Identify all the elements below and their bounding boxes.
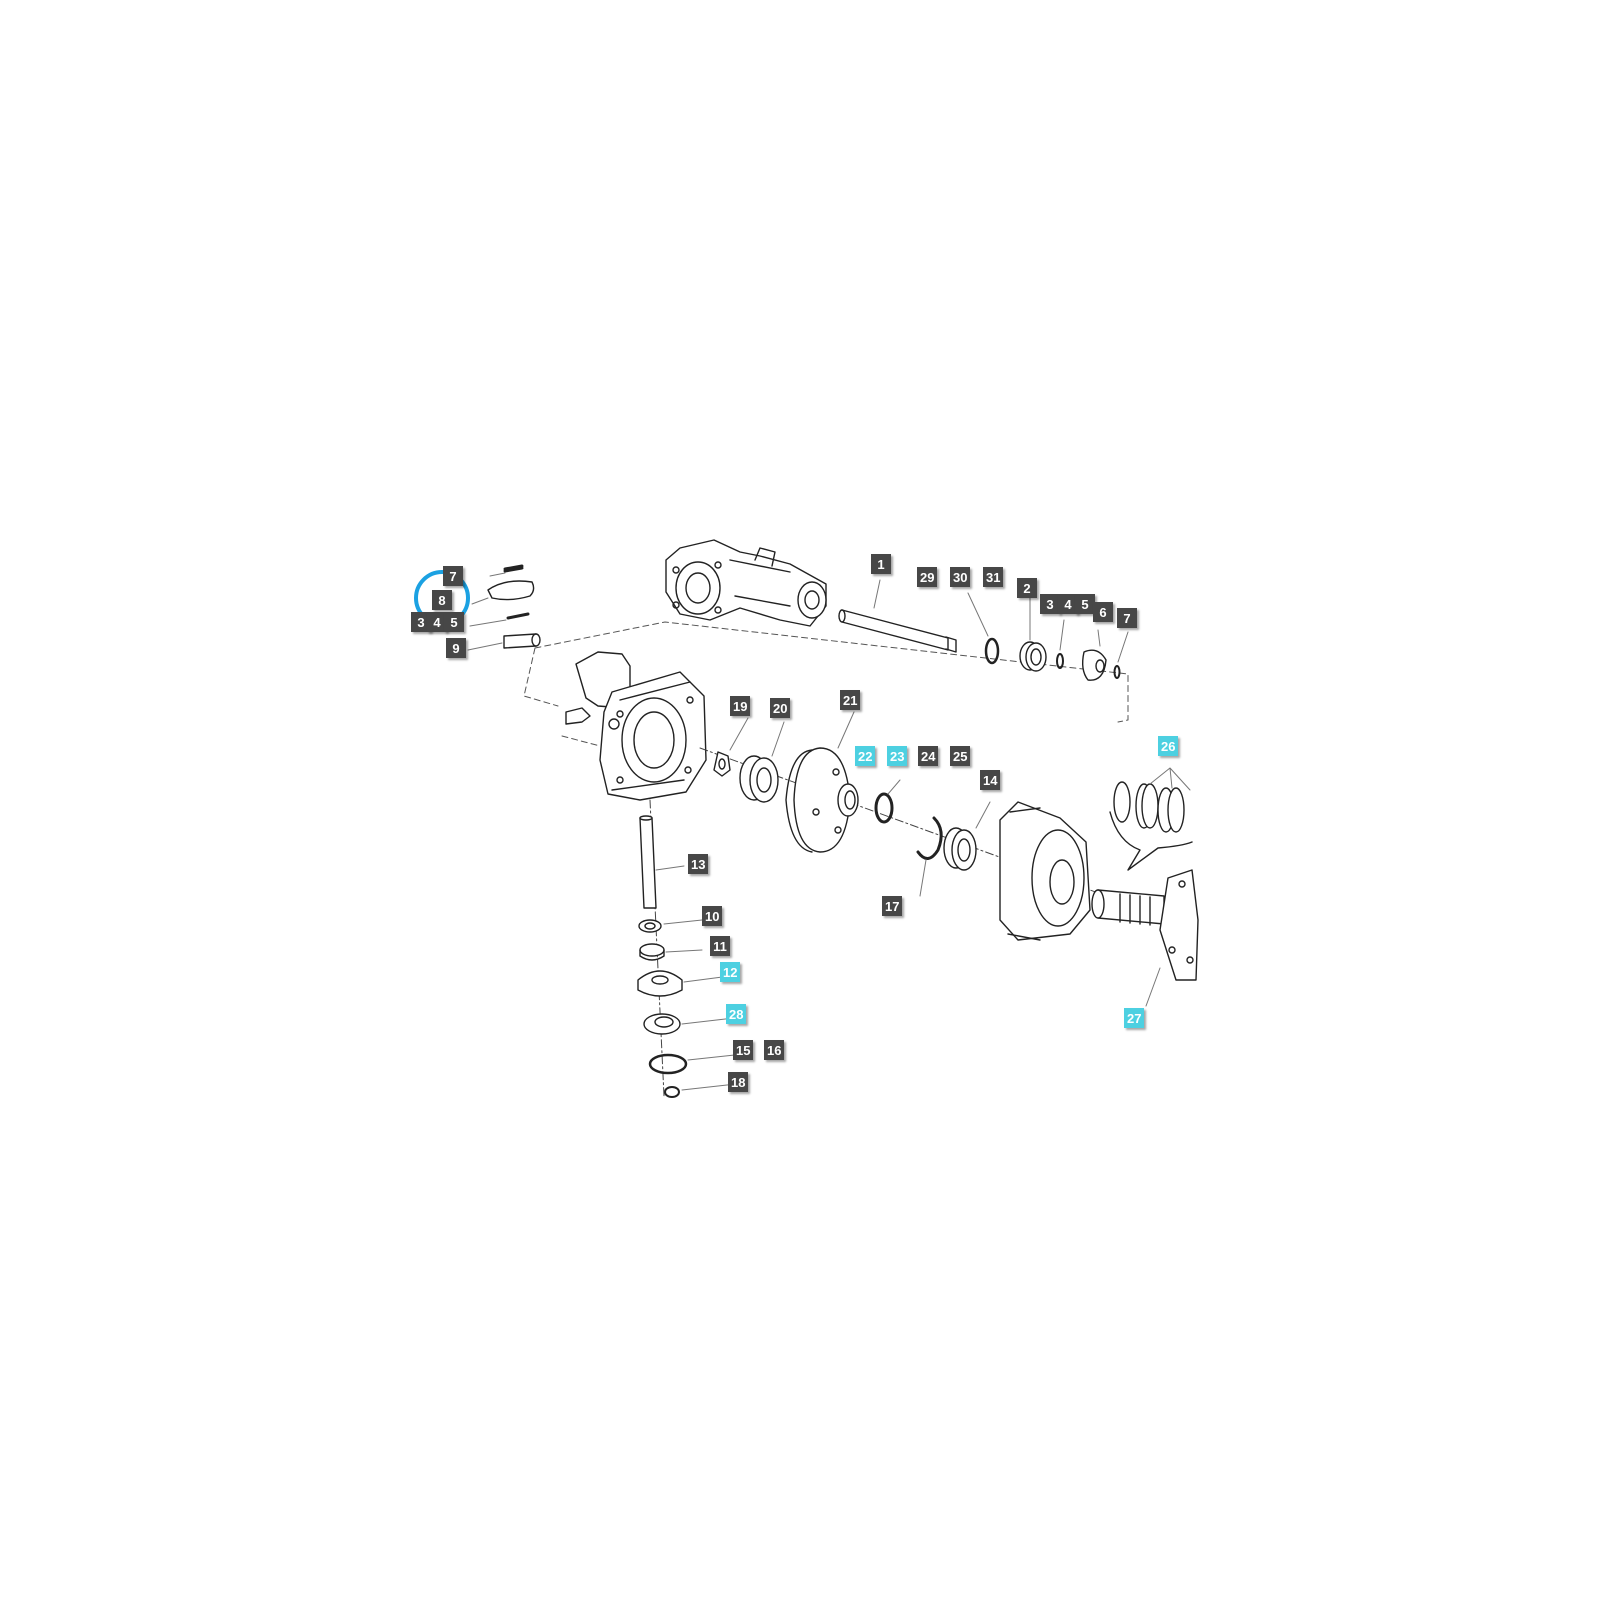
callout-part-7[interactable]: 7	[1117, 608, 1137, 628]
callout-part-23[interactable]: 23	[887, 746, 908, 766]
callout-part-22[interactable]: 22	[855, 746, 876, 766]
clip-part-7	[1113, 665, 1121, 679]
o-ring-part-15	[648, 1053, 688, 1075]
axle-housing-part	[665, 539, 827, 627]
callout-part-18[interactable]: 18	[728, 1072, 749, 1092]
callout-part-6[interactable]: 6	[1093, 602, 1113, 622]
hub-flange-part	[999, 801, 1091, 941]
cap-part-8	[487, 580, 535, 601]
callout-part-17[interactable]: 17	[882, 896, 903, 916]
bearing-part-2	[1019, 641, 1047, 672]
nut-cap-part-6	[1081, 649, 1107, 681]
callout-part-2[interactable]: 2	[1017, 578, 1037, 598]
o-ring-part	[984, 637, 1000, 665]
hub-shaft-part-27	[1091, 869, 1199, 981]
bearing-part-10	[638, 919, 662, 933]
ring-part-11	[639, 943, 665, 961]
callout-part-1[interactable]: 1	[871, 554, 891, 574]
washer-part	[1056, 653, 1064, 669]
callout-part-21[interactable]: 21	[840, 690, 861, 710]
callout-part-13[interactable]: 13	[688, 854, 709, 874]
pin-part-7	[503, 564, 524, 573]
callout-part-11[interactable]: 11	[710, 936, 730, 956]
callout-part-12[interactable]: 12	[720, 962, 741, 982]
bearing-part-14	[943, 827, 977, 871]
callout-part-25[interactable]: 25	[950, 746, 971, 766]
circlip-part-17	[916, 816, 943, 860]
callout-part-8[interactable]: 8	[432, 590, 452, 610]
callout-part-9[interactable]: 9	[446, 638, 466, 658]
callout-part-5-upper-left[interactable]: 5	[444, 612, 464, 632]
callout-part-16[interactable]: 16	[764, 1040, 785, 1060]
assembly-guide-dashed	[523, 621, 1129, 747]
pin-part-345	[506, 612, 530, 620]
seal-part-28	[643, 1013, 681, 1035]
king-pin-part-13	[639, 815, 657, 909]
callout-part-3-upper-left[interactable]: 3	[411, 612, 431, 632]
callout-part-14[interactable]: 14	[980, 770, 1001, 790]
callout-part-4-upper-left[interactable]: 4	[427, 612, 447, 632]
callout-part-3[interactable]: 3	[1040, 594, 1060, 614]
washer-part-18	[664, 1086, 680, 1098]
callout-part-7-upper-left[interactable]: 7	[443, 566, 463, 586]
callout-part-20[interactable]: 20	[770, 698, 791, 718]
callout-part-10[interactable]: 10	[702, 906, 723, 926]
cap-part-12	[637, 970, 683, 997]
callout-part-26[interactable]: 26	[1158, 736, 1179, 756]
callout-part-15[interactable]: 15	[733, 1040, 754, 1060]
callout-part-19[interactable]: 19	[730, 696, 751, 716]
bearing-part-20	[739, 755, 779, 803]
nut-part-19	[713, 751, 731, 777]
callout-part-30[interactable]: 30	[950, 567, 971, 587]
callout-part-24[interactable]: 24	[918, 746, 939, 766]
brake-drum-part-21	[785, 747, 859, 853]
callout-part-29[interactable]: 29	[917, 567, 938, 587]
callout-part-31[interactable]: 31	[983, 567, 1004, 587]
ring-part-23	[874, 792, 894, 824]
callout-part-4[interactable]: 4	[1058, 594, 1078, 614]
knuckle-housing-part	[565, 651, 707, 801]
callout-part-28[interactable]: 28	[726, 1004, 747, 1024]
axle-shaft-part	[838, 609, 957, 653]
callout-part-27[interactable]: 27	[1124, 1008, 1145, 1028]
bushing-part-9	[503, 633, 541, 649]
callout-part-5[interactable]: 5	[1075, 594, 1095, 614]
seal-rings-part-26	[1109, 781, 1193, 871]
